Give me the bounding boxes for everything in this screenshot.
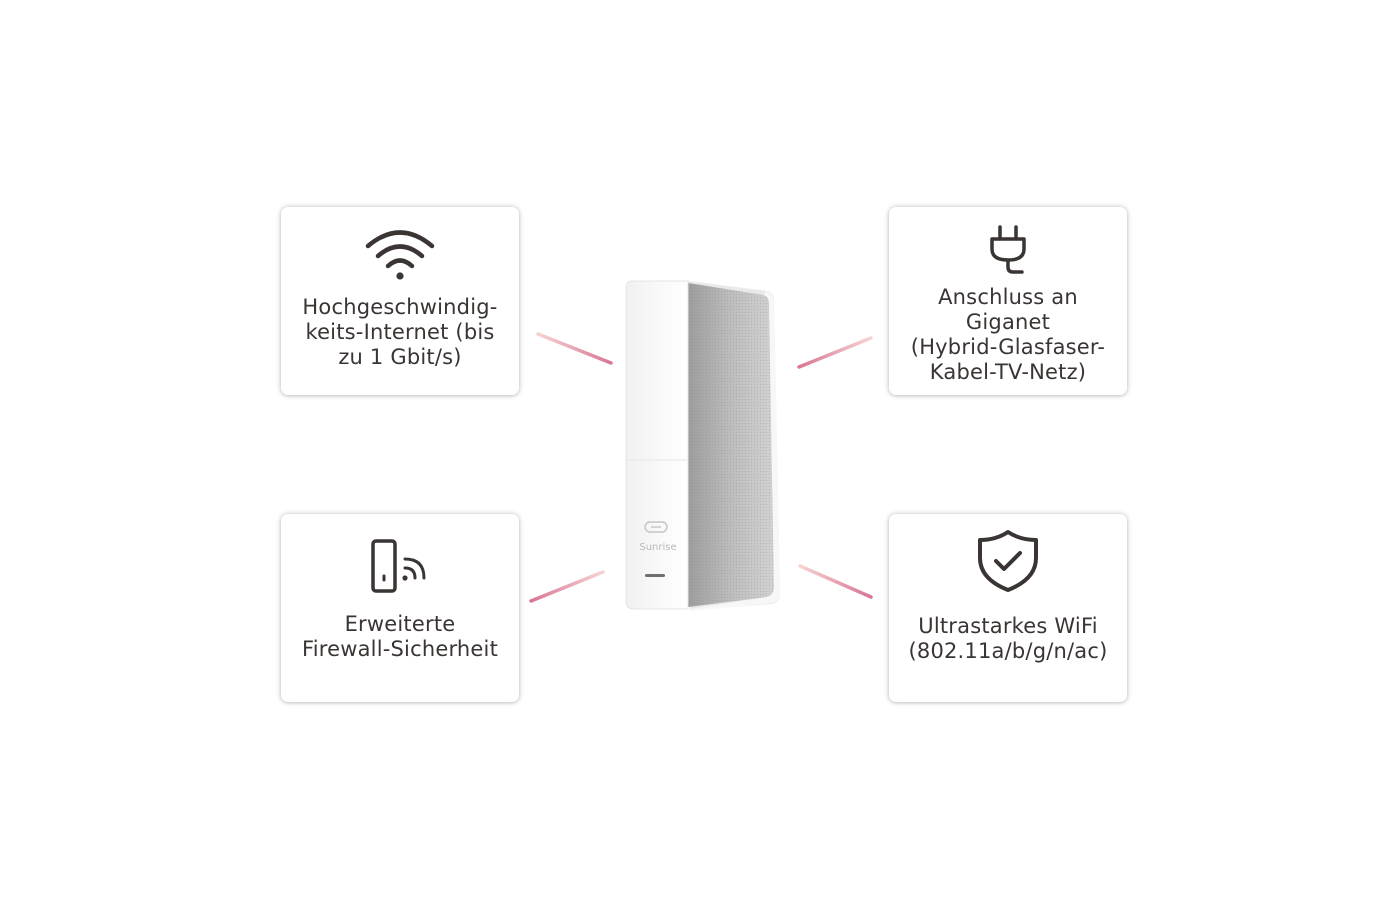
feature-label-wifi: Ultrastarkes WiFi (802.11a/b/g/n/ac) — [908, 614, 1108, 663]
wifi-icon — [365, 230, 435, 280]
connector-line-internet — [536, 332, 613, 365]
router-signal-icon — [371, 539, 426, 593]
router-brand-label: Sunrise — [639, 542, 677, 553]
feature-card-wifi: Ultrastarkes WiFi (802.11a/b/g/n/ac) — [889, 514, 1127, 702]
feature-label-firewall: Erweiterte Firewall-Sicherheit — [301, 612, 499, 661]
feature-card-giganet: Anschluss an Giganet (Hybrid-Glasfaser- … — [889, 207, 1127, 395]
router-image — [625, 280, 780, 611]
connector-line-giganet — [797, 336, 873, 369]
feature-card-internet: Hochgeschwindig- keits-Internet (bis zu … — [281, 207, 519, 395]
plug-icon — [990, 225, 1026, 274]
shield-check-icon — [978, 530, 1038, 592]
connector-line-firewall — [529, 570, 605, 603]
feature-card-firewall: Erweiterte Firewall-Sicherheit — [281, 514, 519, 702]
connector-line-wifi — [798, 564, 873, 599]
feature-label-internet: Hochgeschwindig- keits-Internet (bis zu … — [302, 295, 498, 369]
feature-label-giganet: Anschluss an Giganet (Hybrid-Glasfaser- … — [910, 285, 1106, 384]
